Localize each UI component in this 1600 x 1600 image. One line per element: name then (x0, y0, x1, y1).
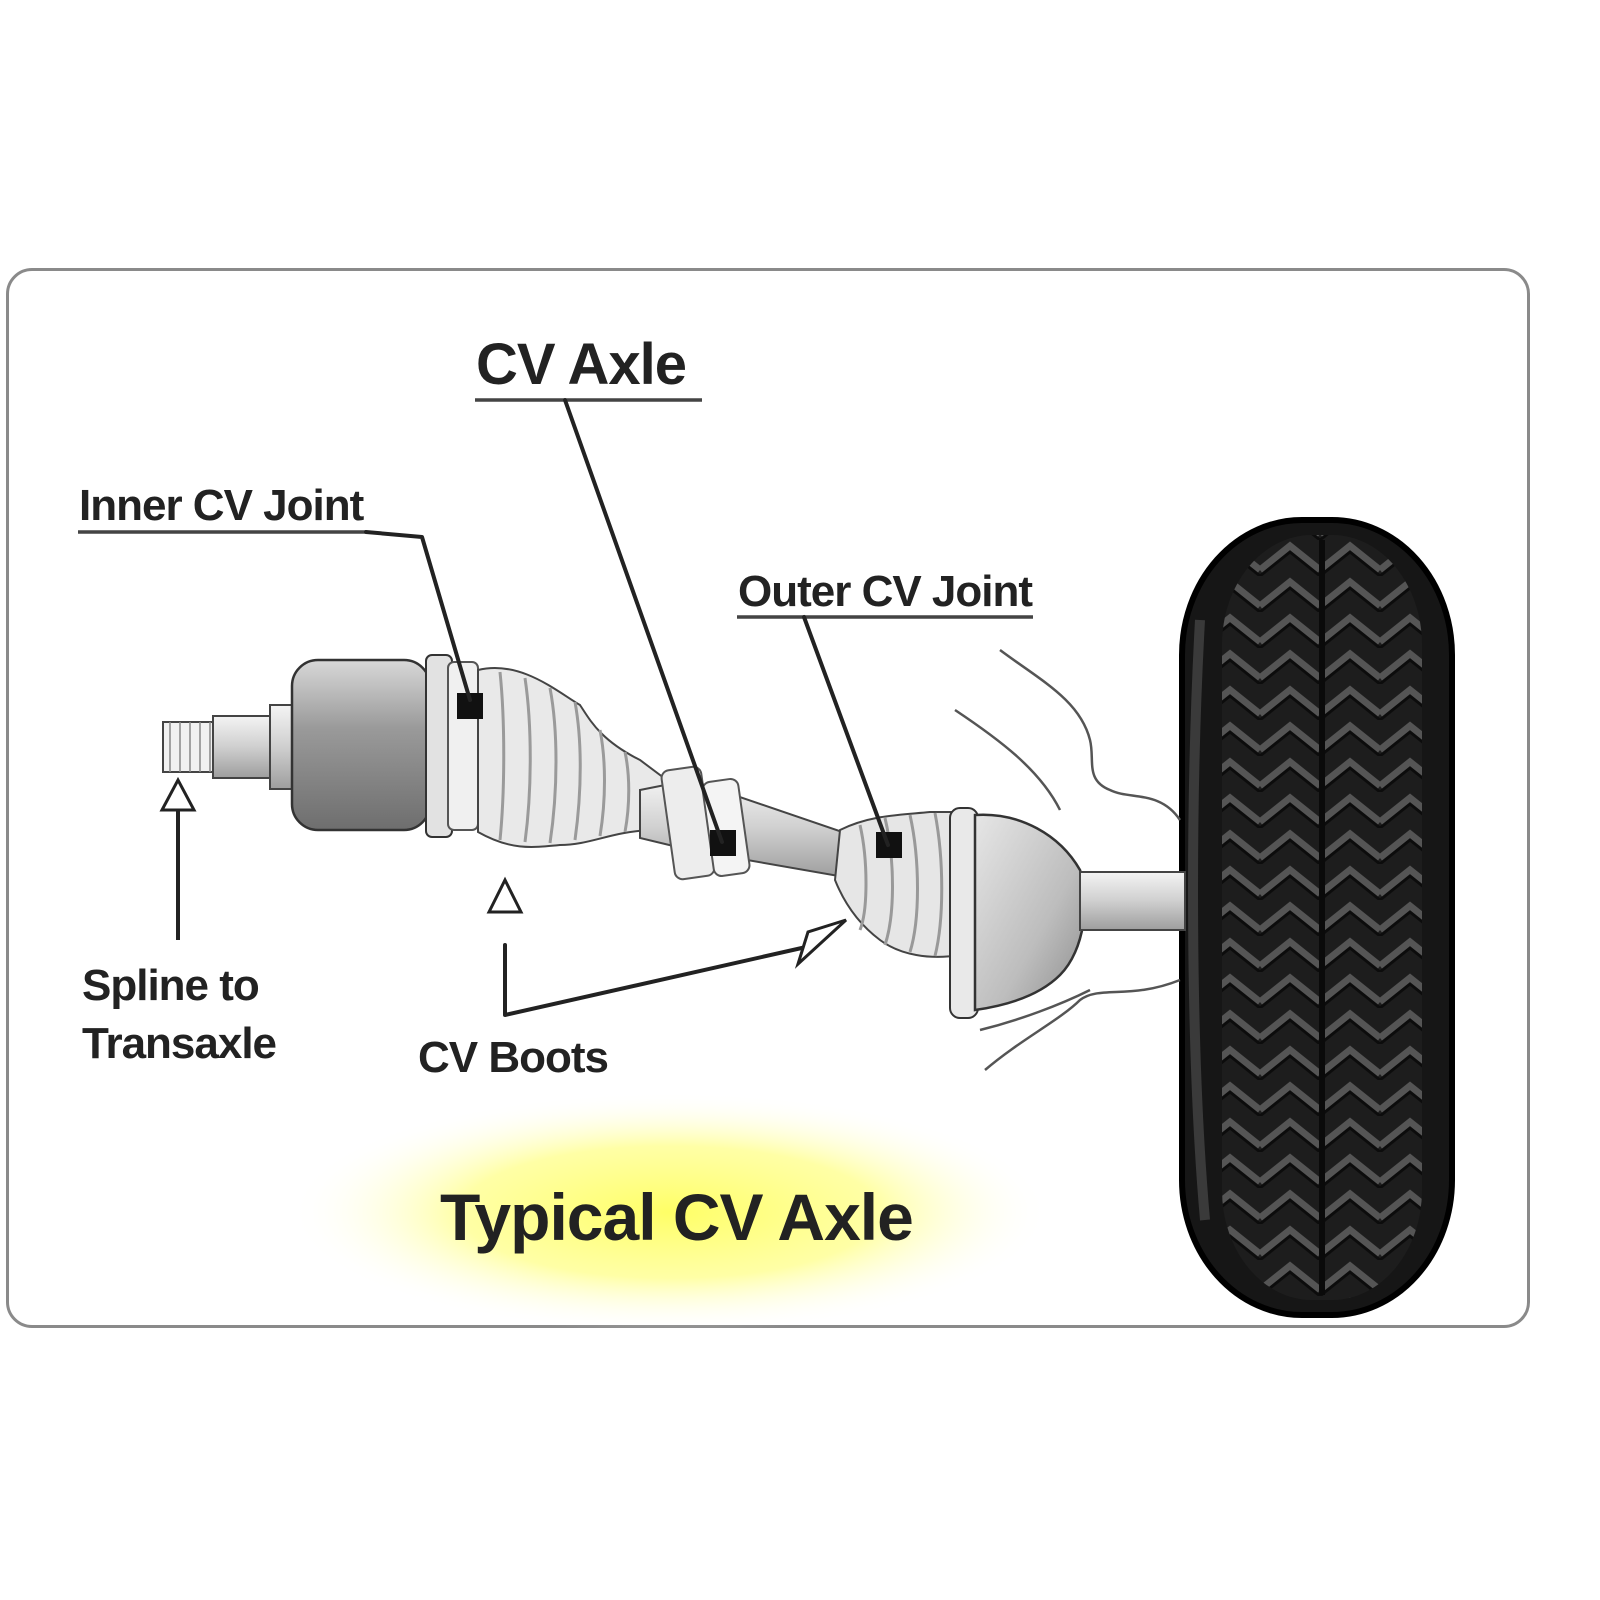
spline-label-line1: Spline to (82, 961, 259, 1010)
cv-boots-label: CV Boots (418, 1033, 608, 1082)
title-highlight (290, 1092, 1050, 1332)
inner-boot-arrow (486, 876, 524, 914)
steering-knuckle (954, 648, 1182, 1071)
outer-cv-boot (833, 811, 961, 958)
tire (1179, 517, 1455, 1318)
inner-cv-joint-label: Inner CV Joint (79, 481, 365, 530)
diagram-title: Typical CV Axle (440, 1180, 913, 1254)
cv-axle-label: CV Axle (476, 332, 686, 397)
spline-arrow (159, 776, 197, 940)
outer-cv-joint-label: Outer CV Joint (738, 567, 1033, 616)
spline-shaft (162, 721, 216, 773)
inner-cv-housing (290, 658, 432, 832)
outer-cv-housing (973, 813, 1086, 1012)
stub-shaft (1079, 871, 1186, 931)
leader-lines (78, 398, 1033, 1017)
outer-boot-arrow (794, 918, 848, 969)
axle-assembly (162, 654, 1186, 1019)
spline-label-line2: Transaxle (82, 1019, 276, 1068)
